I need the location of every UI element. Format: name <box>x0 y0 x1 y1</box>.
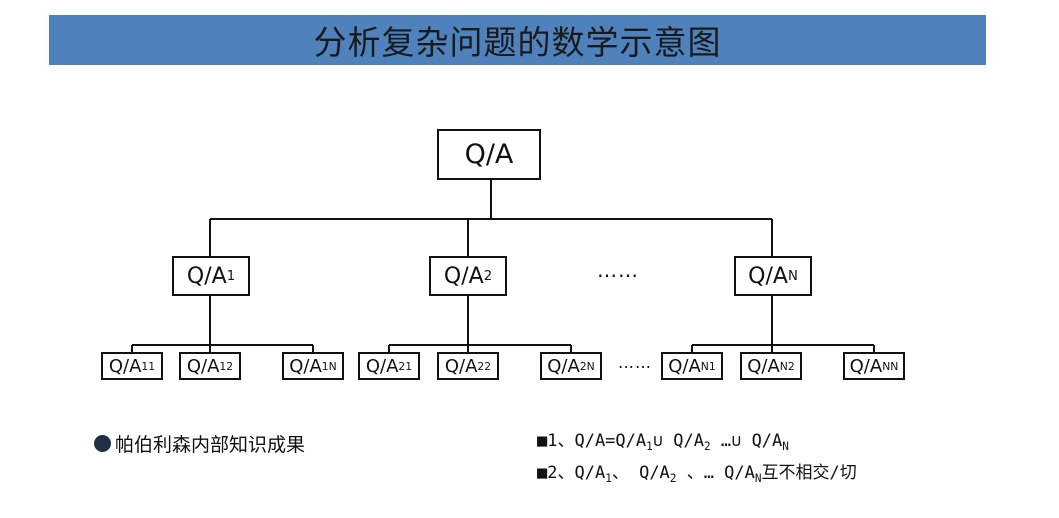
title-banner: 分析复杂问题的数学示意图 <box>49 15 986 65</box>
bullet-circle-icon <box>94 435 111 452</box>
formula-notes: ■1、Q/A=Q/A1∪ Q/A2 …∪ Q/AN ■2、Q/A1、 Q/A2 … <box>537 428 857 492</box>
page-title: 分析复杂问题的数学示意图 <box>313 23 722 62</box>
node-root-label: Q/A <box>464 139 514 170</box>
formula-line-1: ■1、Q/A=Q/A1∪ Q/A2 …∪ Q/AN <box>537 431 789 453</box>
internal-knowledge-label: 帕伯利森内部知识成果 <box>115 434 306 456</box>
ellipsis-level1: …… <box>597 258 639 282</box>
node-root: Q/A <box>437 129 541 180</box>
ellipsis-level2: …… <box>618 353 652 372</box>
formula-line-2: ■2、Q/A1、 Q/A2 、… Q/AN互不相交/切 <box>537 462 857 485</box>
internal-knowledge-note: 帕伯利森内部知识成果 <box>94 430 305 457</box>
